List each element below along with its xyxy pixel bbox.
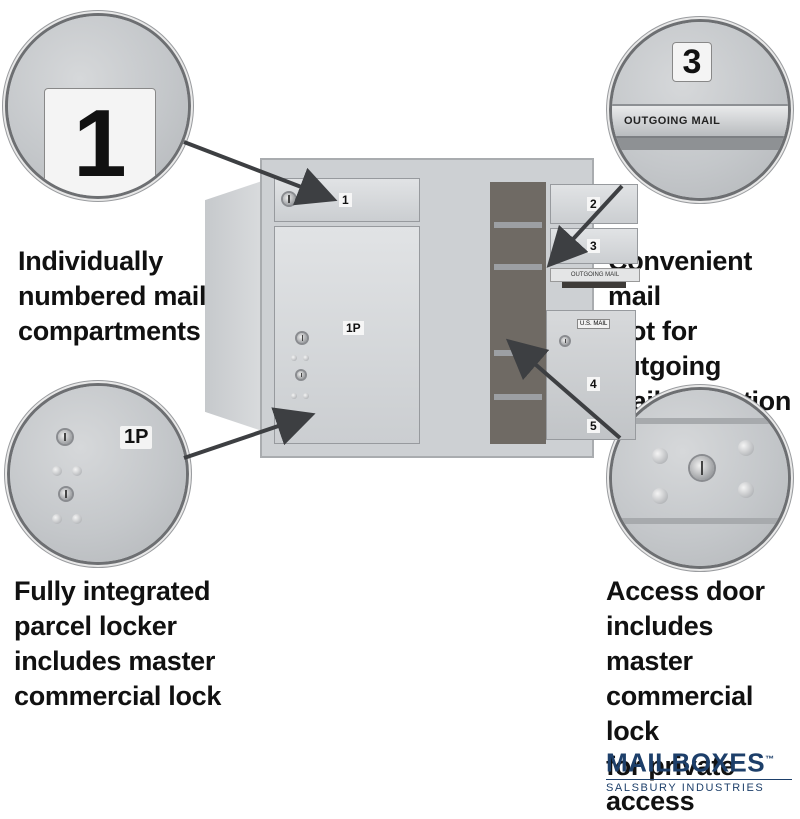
rivet-icon xyxy=(72,466,82,476)
interior-shelf xyxy=(494,222,542,228)
callout-arrows xyxy=(183,140,624,460)
callout-arrow-slot xyxy=(546,184,624,268)
interior-shelf xyxy=(494,264,542,270)
zoom-circle-compartment-number: 1 xyxy=(8,16,188,196)
lock-icon xyxy=(60,488,72,500)
brand-subtitle: SALSBURY INDUSTRIES xyxy=(606,778,792,794)
zoom-circle-master-lock xyxy=(612,390,788,566)
rivet-icon xyxy=(52,514,62,524)
callout-arrow-access xyxy=(505,338,622,440)
callout-arrow-numbered xyxy=(183,140,338,206)
caption-parcel-locker: Fully integrated parcel locker includes … xyxy=(14,576,222,711)
lock-icon xyxy=(58,430,72,444)
outgoing-mail-label: OUTGOING MAIL xyxy=(570,272,620,278)
outgoing-mail-bar: OUTGOING MAIL xyxy=(550,268,640,282)
compartment-number-tag: 5 xyxy=(587,419,600,433)
outgoing-mail-label: OUTGOING MAIL xyxy=(624,115,721,127)
interior-shelf xyxy=(494,394,542,400)
compartment-number-tag: 4 xyxy=(587,377,600,391)
mail-slot-opening[interactable] xyxy=(562,282,626,288)
lock-icon xyxy=(283,193,295,205)
compartment-number-tag: 3 xyxy=(587,239,600,253)
lock-icon xyxy=(297,371,305,379)
mail-slot-opening xyxy=(612,138,788,150)
brand-logo[interactable]: MAILBOXES™ SALSBURY INDUSTRIES xyxy=(606,744,792,794)
mailbox-side-panel xyxy=(205,180,265,432)
lock-icon xyxy=(561,337,569,345)
rivet-icon xyxy=(291,393,297,399)
access-door[interactable]: U.S. MAIL 4 5 xyxy=(546,310,636,440)
callout-arrow-parcel xyxy=(183,407,316,460)
compartment-number-tag: 1 xyxy=(339,193,352,207)
outgoing-mail-bar: OUTGOING MAIL xyxy=(612,104,788,138)
rivet-icon xyxy=(72,514,82,524)
brand-trademark: ™ xyxy=(765,754,775,764)
parcel-locker-label: 1P xyxy=(120,426,153,449)
door-edge xyxy=(612,518,788,524)
parcel-locker-label: 1P xyxy=(343,321,364,335)
caption-numbered-compartments: Individually numbered mail compartments xyxy=(18,246,207,346)
zoom-circle-parcel-locker: 1P xyxy=(10,386,186,562)
compartment-number-tag: 1 xyxy=(44,88,156,196)
rivet-icon xyxy=(303,393,309,399)
rivet-icon xyxy=(303,355,309,361)
brand-logo-main: MAILBOXES™ xyxy=(606,744,792,778)
rivet-icon xyxy=(652,448,668,464)
rivet-icon xyxy=(738,482,754,498)
rivet-icon xyxy=(652,488,668,504)
rivet-icon xyxy=(738,440,754,456)
compartment-number-tag: 3 xyxy=(672,42,712,82)
door-edge xyxy=(612,418,788,424)
brand-name: MAILBOXES xyxy=(606,747,766,778)
rivet-icon xyxy=(52,466,62,476)
usmail-label: U.S. MAIL xyxy=(577,319,611,329)
lock-icon xyxy=(690,456,714,480)
zoom-circle-outgoing-slot: 3 OUTGOING MAIL xyxy=(612,22,788,198)
lock-icon xyxy=(297,333,307,343)
rivet-icon xyxy=(291,355,297,361)
compartment-number-tag: 2 xyxy=(587,197,600,211)
